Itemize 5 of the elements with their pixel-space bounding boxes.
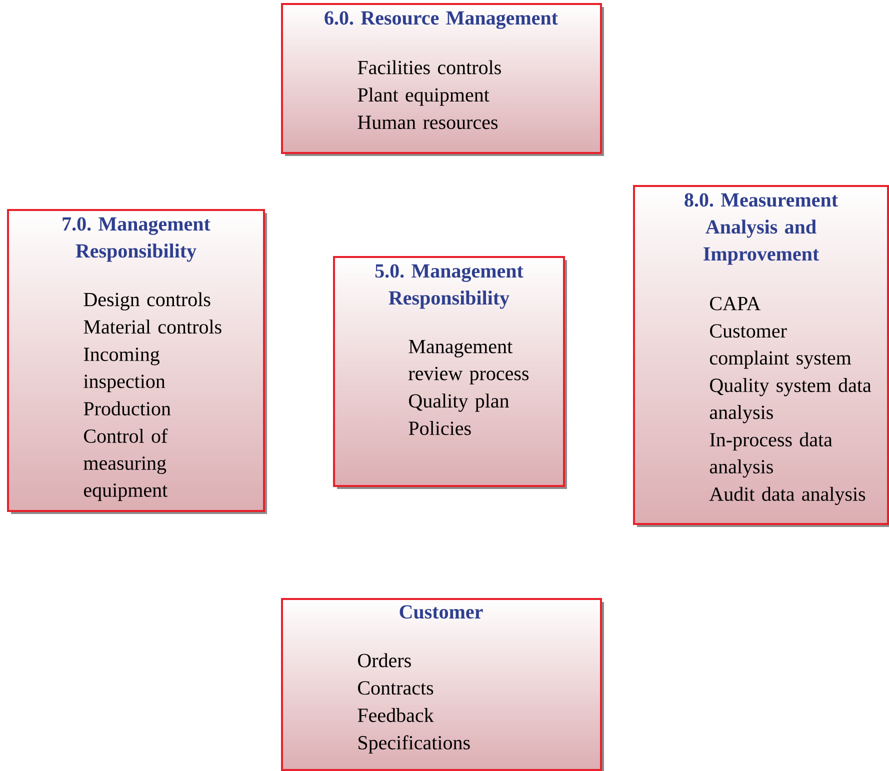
process-box: 5.0. Management Responsibility Management review process Quality plan Policies: [333, 256, 567, 489]
process-box: 6.0. Resource Management Facilities controls Plant equipment Human resources: [281, 3, 604, 156]
process-box: 8.0. Measurement Analysis and Improvement CAPA Customer complaint system Quality system data analysis In-process data analysis Audit data analysis: [633, 185, 889, 527]
process-box: 7.0. Management Responsibility Design controls Material controls Incoming inspection Production Control of measuring equipment: [7, 209, 267, 514]
process-box: Customer Orders Contracts Feedback Specifications: [281, 598, 604, 771]
